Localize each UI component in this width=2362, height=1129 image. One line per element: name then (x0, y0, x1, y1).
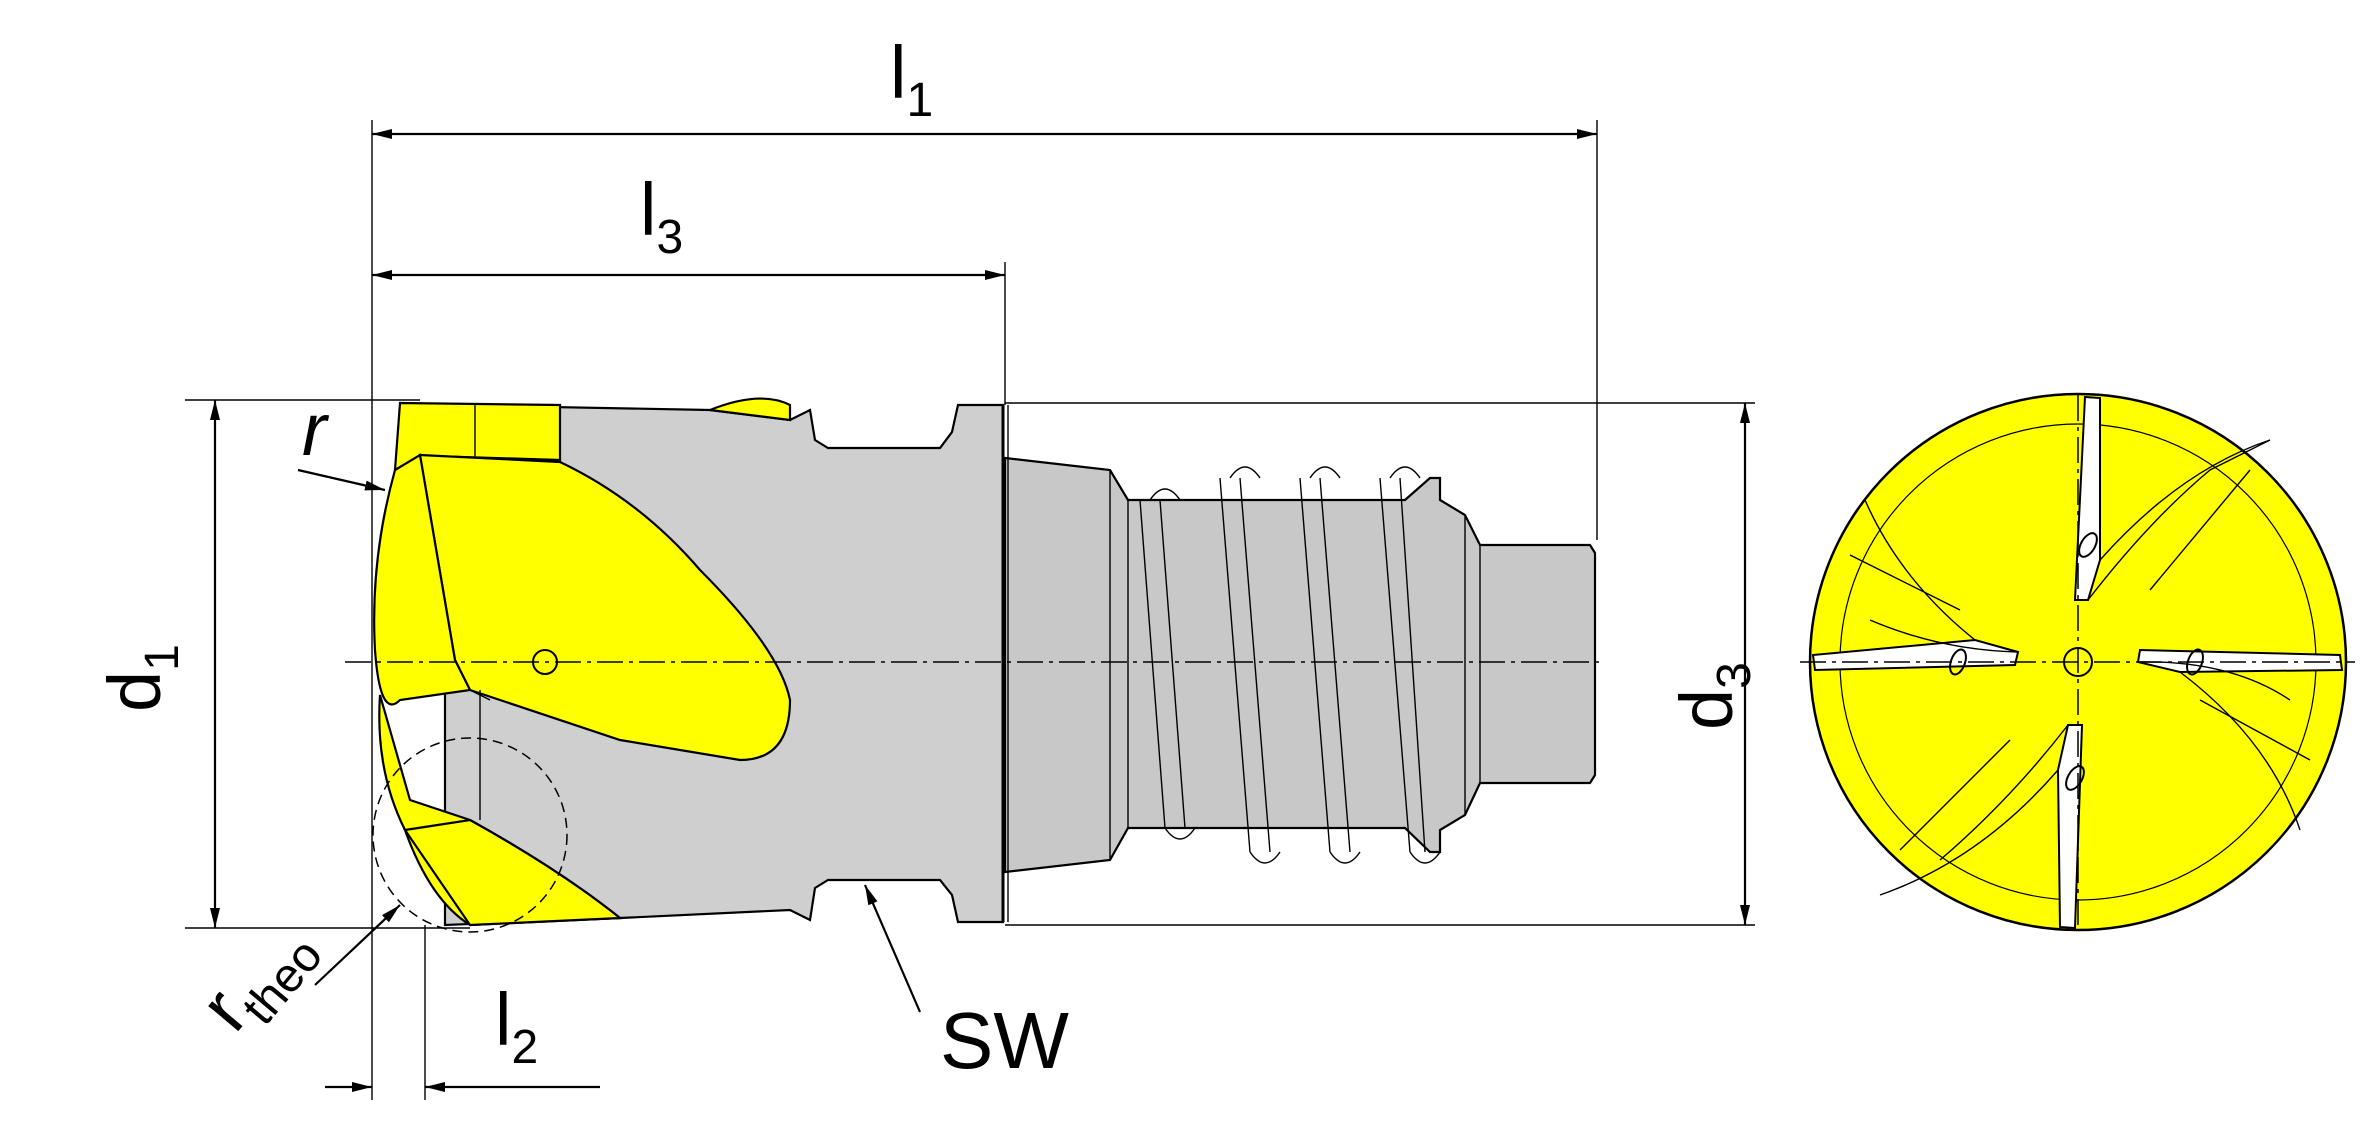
r-leader (297, 468, 386, 492)
sw-label: SW (940, 996, 1069, 1085)
threaded-shank (1003, 456, 1597, 874)
d1-label: d1 (93, 644, 189, 712)
rtheo-label: rtheo (184, 901, 333, 1053)
l1-label: l1 (890, 31, 933, 127)
r-label: r (302, 388, 330, 471)
d3-label: d3 (1665, 662, 1761, 730)
rtheo-leader (314, 904, 401, 986)
cutting-inserts (373, 397, 792, 927)
sw-leader (863, 884, 922, 1013)
l3-label: l3 (640, 168, 683, 264)
l2-label: l2 (495, 978, 538, 1074)
theoretical-radius-circle (372, 737, 568, 933)
end-view (1800, 392, 2355, 932)
dimensions (185, 120, 1755, 1100)
side-view (345, 397, 1600, 933)
